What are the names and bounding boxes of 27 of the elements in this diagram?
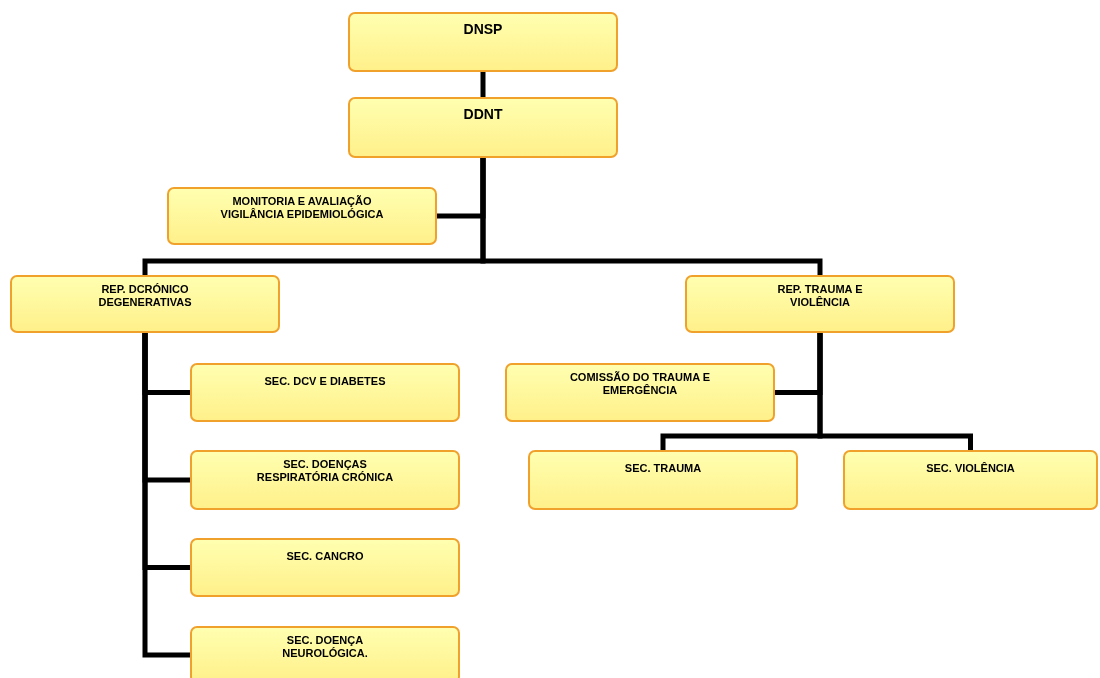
unit-name: SEC. TRAUMA — [624, 462, 702, 475]
unit-name: SEC. VIOLÊNCIA — [926, 462, 1015, 475]
connector-line — [817, 330, 973, 453]
unit-name: SEC. DOENÇA NEUROLÓGICA. — [281, 634, 369, 660]
connector-line — [480, 69, 486, 100]
unit-name: SEC. CANCRO — [286, 550, 364, 563]
unit-name: DNSP — [463, 21, 503, 37]
unit-name: DDNT — [463, 106, 503, 122]
org-box — [190, 538, 460, 597]
org-box — [167, 187, 437, 245]
org-box — [348, 97, 618, 158]
org-box — [505, 363, 775, 422]
unit-name: MONITORIA E AVALIAÇÃO VIGILÂNCIA EPIDEMIOLÓGICA — [219, 195, 385, 221]
org-box — [190, 450, 460, 510]
unit-name: COMISSÃO DO TRAUMA E EMERGÊNCIA — [568, 371, 712, 397]
unit-name: REP. TRAUMA E VIOLÊNCIA — [776, 283, 864, 309]
org-box — [348, 12, 618, 72]
org-box — [843, 450, 1098, 510]
connector-line — [480, 155, 823, 278]
org-box — [190, 626, 460, 678]
unit-name: REP. DCRÓNICO DEGENERATIVAS — [97, 283, 193, 309]
unit-name: SEC. DCV E DIABETES — [264, 375, 386, 388]
org-box — [10, 275, 280, 333]
unit-name: SEC. DOENÇAS RESPIRATÓRIA CRÓNICA — [255, 458, 395, 484]
org-box — [528, 450, 798, 510]
org-box — [685, 275, 955, 333]
org-box — [190, 363, 460, 422]
